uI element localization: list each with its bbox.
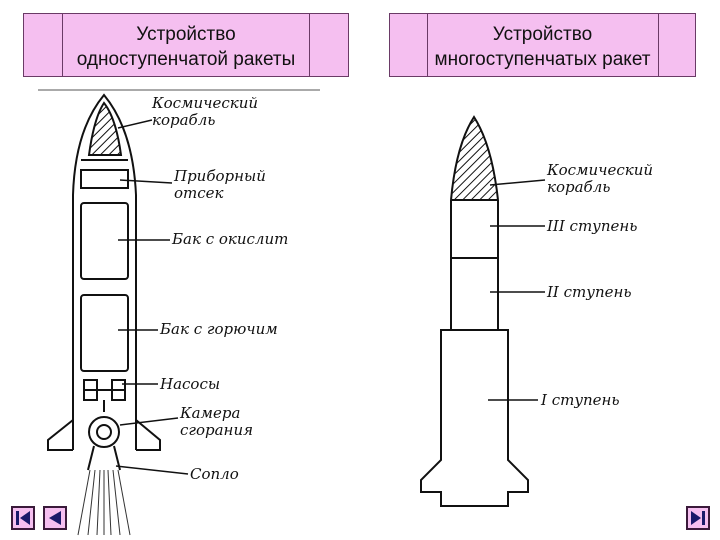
title-line2: многоступенчатых ракет [434, 49, 651, 70]
title-line1: Устройство [492, 24, 593, 45]
exhaust-plume [77, 469, 131, 536]
rocket-body-outline [72, 93, 137, 450]
skip-start-icon [16, 511, 30, 525]
title-left-divider [427, 14, 428, 76]
label-oxidizer-tank: Бак с окислит [172, 230, 289, 248]
label-instrument-line1: Приборный [174, 167, 266, 185]
single-leader-lines [115, 119, 189, 475]
label-instrument-line2: отсек [174, 184, 224, 202]
label-fuel-tank: Бак с горючим [160, 320, 278, 338]
upper-stages-sides [450, 200, 499, 330]
label-chamber-line2: сгорания [180, 421, 254, 439]
fin-left [47, 419, 74, 451]
label-chamber-line1: Камера [180, 404, 241, 422]
single-stage-title-box: Устройство одноступенчатой ракеты [23, 13, 349, 77]
title-right-divider [309, 14, 310, 76]
label-stage2: II ступень [547, 283, 632, 301]
last-slide-button[interactable] [686, 506, 710, 530]
multi-stage-title-box: Устройство многоступенчатых ракет [389, 13, 696, 77]
previous-slide-button[interactable] [43, 506, 67, 530]
label-combustion-chamber: Камера сгорания [180, 405, 253, 439]
multi-leader-lines [488, 179, 546, 401]
first-slide-button[interactable] [11, 506, 35, 530]
single-stage-rocket [47, 93, 189, 536]
label-multi-spaceship-line1: Космический [547, 161, 654, 179]
label-stage1: I ступень [541, 391, 620, 409]
label-spaceship-line2: корабль [152, 111, 216, 129]
multi-stage-rocket [420, 115, 546, 507]
label-nozzle: Сопло [190, 465, 239, 483]
single-stage-title: Устройство одноступенчатой ракеты [24, 22, 348, 72]
instrument-compartment [80, 169, 129, 189]
title-left-divider [62, 14, 63, 76]
label-spaceship-line1: Космический [152, 94, 259, 112]
title-line1: Устройство [136, 24, 236, 45]
label-multi-spaceship-line2: корабль [547, 178, 611, 196]
spaceship-nose-hatched [450, 115, 499, 201]
label-instrument-compartment: Приборный отсек [174, 168, 266, 202]
skip-end-icon [691, 511, 705, 525]
label-spaceship: Космический корабль [152, 95, 258, 129]
title-right-divider [658, 14, 659, 76]
oxidizer-tank [80, 202, 129, 280]
fin-right [135, 419, 161, 451]
label-stage3: III ступень [547, 217, 638, 235]
spaceship-nose-hatched [87, 101, 123, 156]
label-pump: Насосы [160, 375, 221, 393]
fuel-tank [80, 294, 129, 372]
first-stage-body [420, 329, 529, 507]
prev-icon [49, 511, 61, 525]
nozzle-outline [87, 445, 121, 471]
chamber-inner [96, 424, 112, 440]
title-line2: одноступенчатой ракеты [76, 49, 296, 70]
multi-stage-title: Устройство многоступенчатых ракет [390, 22, 695, 72]
label-multi-spaceship: Космический корабль [547, 162, 653, 196]
combustion-chamber [88, 416, 120, 448]
